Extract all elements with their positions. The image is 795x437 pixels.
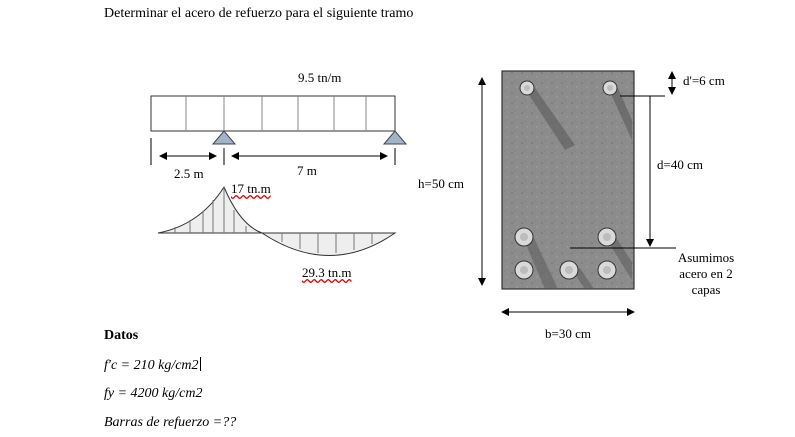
d-prime-label: d'=6 cm	[683, 73, 725, 88]
d-dimensions	[570, 71, 676, 249]
middle-bar-right-icon	[597, 227, 617, 247]
problem-title: Determinar el acero de refuerzo para el …	[104, 6, 414, 21]
support-right-icon	[382, 130, 408, 145]
barras-value: Barras de refuerzo =??	[104, 415, 237, 430]
concrete-section	[501, 70, 635, 290]
note-line-2: acero en 2	[679, 266, 733, 281]
span-dimensions	[150, 138, 396, 165]
height-label: h=50 cm	[418, 176, 464, 191]
fc-text: f′c = 210 kg/cm2	[104, 358, 199, 373]
bottom-bar-left-icon	[514, 260, 534, 280]
d-label: d=40 cm	[657, 157, 703, 172]
assumption-note: Asumimos acero en 2 capas	[668, 250, 744, 298]
text-caret	[199, 357, 201, 371]
support-left-icon	[211, 130, 237, 145]
beam	[150, 95, 396, 132]
datos-heading: Datos	[104, 328, 139, 343]
note-line-1: Asumimos	[677, 250, 735, 265]
fy-value: fy = 4200 kg/cm2	[104, 386, 203, 401]
bottom-bar-right-icon	[597, 260, 617, 280]
width-label: b=30 cm	[545, 326, 591, 341]
span-right-label: 7 m	[297, 163, 317, 178]
load-label: 9.5 tn/m	[298, 70, 342, 85]
middle-bar-left-icon	[514, 227, 534, 247]
moment-diagram	[157, 185, 397, 256]
bottom-bar-center-icon	[559, 260, 579, 280]
top-bar-right-icon	[602, 80, 618, 96]
top-bar-left-icon	[519, 80, 535, 96]
positive-moment-label: 29.3 tn.m	[302, 265, 352, 280]
span-left-label: 2.5 m	[174, 166, 204, 181]
negative-moment-label: 17 tn.m	[231, 181, 271, 196]
fc-value: f′c = 210 kg/cm2	[104, 357, 201, 374]
note-line-3: capas	[691, 282, 721, 297]
